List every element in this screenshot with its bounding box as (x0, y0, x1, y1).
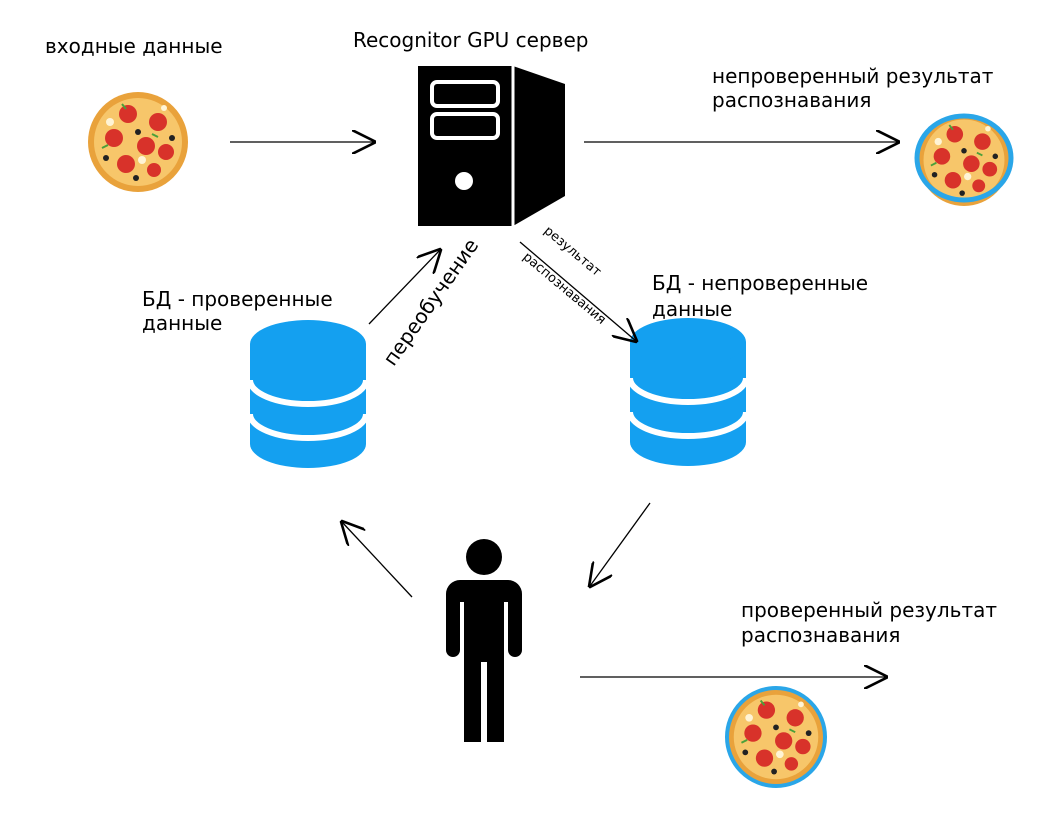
person-silhouette-icon (446, 539, 522, 742)
unverified-result-pizza-icon (914, 113, 1014, 207)
arrow-recognition-result (519, 241, 636, 341)
db-unverified-label-line1: БД - непроверенные (652, 271, 869, 295)
input-data-label: входные данные (45, 34, 223, 58)
db-verified-label-line1: БД - проверенные (142, 287, 333, 311)
server-tower-icon (418, 66, 565, 226)
verified-result-label-line1: проверенный результат (741, 598, 997, 622)
db-unverified-icon (630, 318, 746, 466)
arrow-person-to-db (342, 522, 413, 598)
server-title: Recognitor GPU сервер (353, 28, 589, 52)
arrow-db-to-person (590, 502, 651, 586)
verified-result-pizza-icon (725, 686, 827, 788)
db-verified-label-line2: данные (142, 311, 223, 335)
unverified-result-label-line2: распознавания (712, 88, 872, 112)
unverified-result-label-line1: непроверенный результат (712, 64, 994, 88)
arrow-retraining (368, 250, 440, 325)
input-pizza-icon (87, 91, 189, 193)
verified-result-label-line2: распознавания (741, 623, 901, 647)
db-verified-icon (250, 320, 366, 468)
db-unverified-label-line2: данные (652, 297, 733, 321)
